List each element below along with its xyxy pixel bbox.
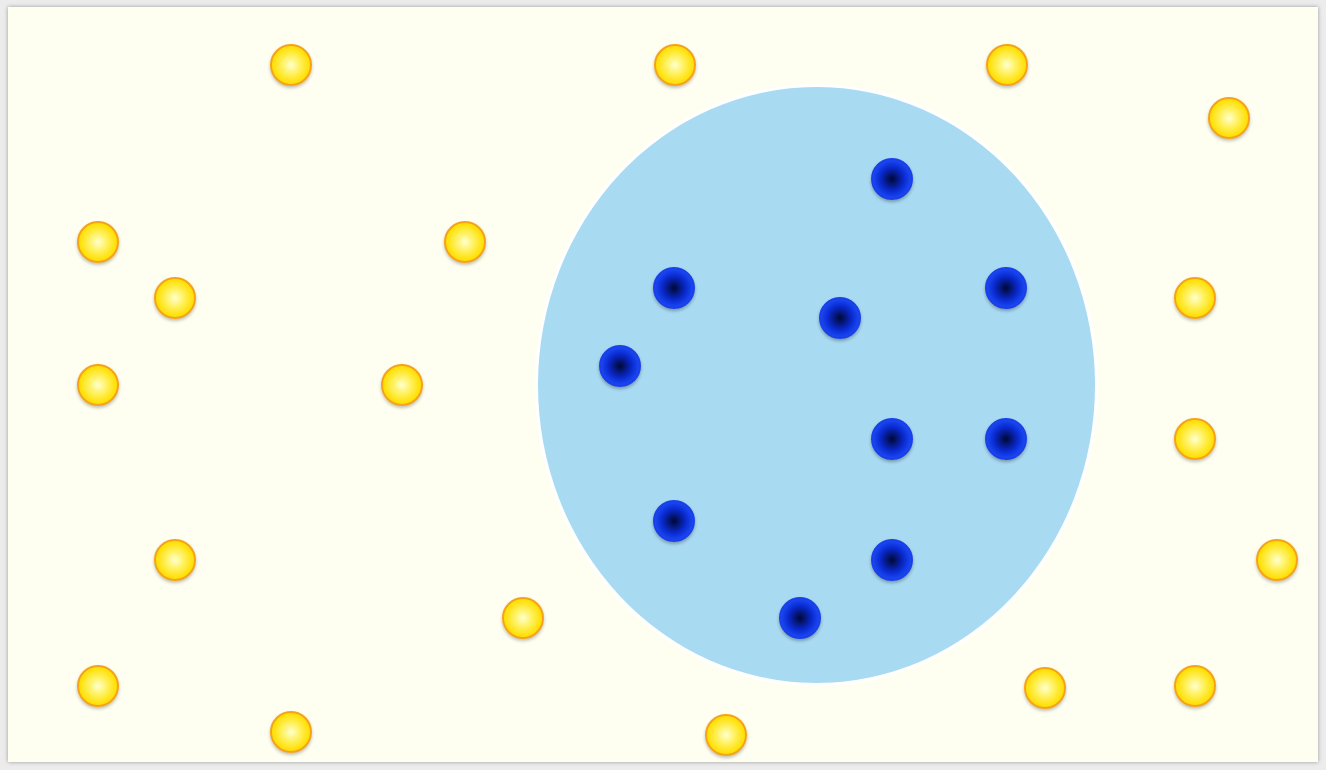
yellow-ball[interactable] [705,714,747,756]
yellow-ball[interactable] [77,665,119,707]
yellow-ball[interactable] [154,539,196,581]
yellow-ball[interactable] [1174,277,1216,319]
yellow-ball[interactable] [1174,418,1216,460]
yellow-ball[interactable] [381,364,423,406]
yellow-ball[interactable] [77,221,119,263]
yellow-ball[interactable] [1024,667,1066,709]
game-board[interactable] [8,7,1318,762]
target-zone [538,87,1095,683]
yellow-ball[interactable] [154,277,196,319]
yellow-ball[interactable] [270,711,312,753]
yellow-ball[interactable] [1174,665,1216,707]
blue-ball[interactable] [819,297,861,339]
blue-ball[interactable] [653,267,695,309]
yellow-ball[interactable] [502,597,544,639]
yellow-ball[interactable] [1208,97,1250,139]
blue-ball[interactable] [871,158,913,200]
blue-ball[interactable] [779,597,821,639]
blue-ball[interactable] [985,267,1027,309]
blue-ball[interactable] [985,418,1027,460]
blue-ball[interactable] [599,345,641,387]
blue-ball[interactable] [871,539,913,581]
yellow-ball[interactable] [444,221,486,263]
yellow-ball[interactable] [270,44,312,86]
yellow-ball[interactable] [654,44,696,86]
yellow-ball[interactable] [986,44,1028,86]
blue-ball[interactable] [871,418,913,460]
yellow-ball[interactable] [77,364,119,406]
yellow-ball[interactable] [1256,539,1298,581]
blue-ball[interactable] [653,500,695,542]
